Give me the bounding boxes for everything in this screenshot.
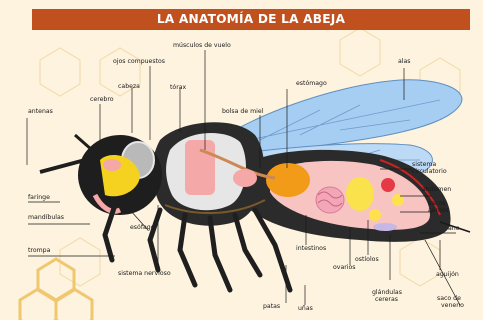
label-cabeza: cabeza: [118, 83, 140, 90]
label-estomago: estómago: [296, 80, 327, 87]
label-saco-de-veneno-1: saco de: [437, 295, 461, 302]
label-antenas: antenas: [28, 108, 53, 115]
label-sistema-circulatorio-2: circulatorio: [412, 168, 447, 175]
label-ostiolos: ostíolos: [355, 256, 379, 263]
label-faringe: faringe: [28, 194, 50, 201]
label-sacos-aereos-2: aéreos: [428, 207, 449, 214]
label-aguijon: aguijón: [436, 271, 459, 278]
page-title: LA ANATOMÍA DE LA ABEJA: [32, 9, 470, 30]
label-intestinos: intestinos: [296, 245, 326, 252]
label-mandibulas: mandíbulas: [28, 214, 64, 221]
label-glandulas-cereras-2: cereras: [375, 296, 398, 303]
head-body: [40, 135, 162, 215]
label-abdomen: abdomen: [422, 186, 451, 193]
title-banner: LA ANATOMÍA DE LA ABEJA: [32, 9, 470, 30]
label-ovarios: ovarios: [333, 264, 356, 271]
label-saco-de-veneno-2: veneno: [441, 302, 464, 309]
label-musculos-de-vuelo: músculos de vuelo: [173, 42, 231, 49]
label-sacos-aereos-1: sacos: [428, 200, 445, 207]
label-sistema-circulatorio-1: sistema: [412, 161, 436, 168]
label-bolsa-de-miel: bolsa de miel: [222, 108, 263, 115]
label-ano: ano: [448, 225, 460, 232]
label-esofago: esófago: [130, 224, 155, 231]
label-alas: alas: [398, 58, 411, 65]
label-ojos-compuestos: ojos compuestos: [113, 58, 165, 65]
honeycomb-corner-icon: [20, 259, 92, 320]
label-patas: patas: [263, 303, 280, 310]
label-trompa: trompa: [28, 247, 50, 254]
label-torax: tórax: [170, 84, 186, 91]
label-glandulas-cereras-1: glándulas: [372, 289, 402, 296]
label-cerebro: cerebro: [90, 96, 114, 103]
label-sistema-nervioso: sistema nervioso: [118, 270, 171, 277]
label-unas: uñas: [298, 305, 313, 312]
